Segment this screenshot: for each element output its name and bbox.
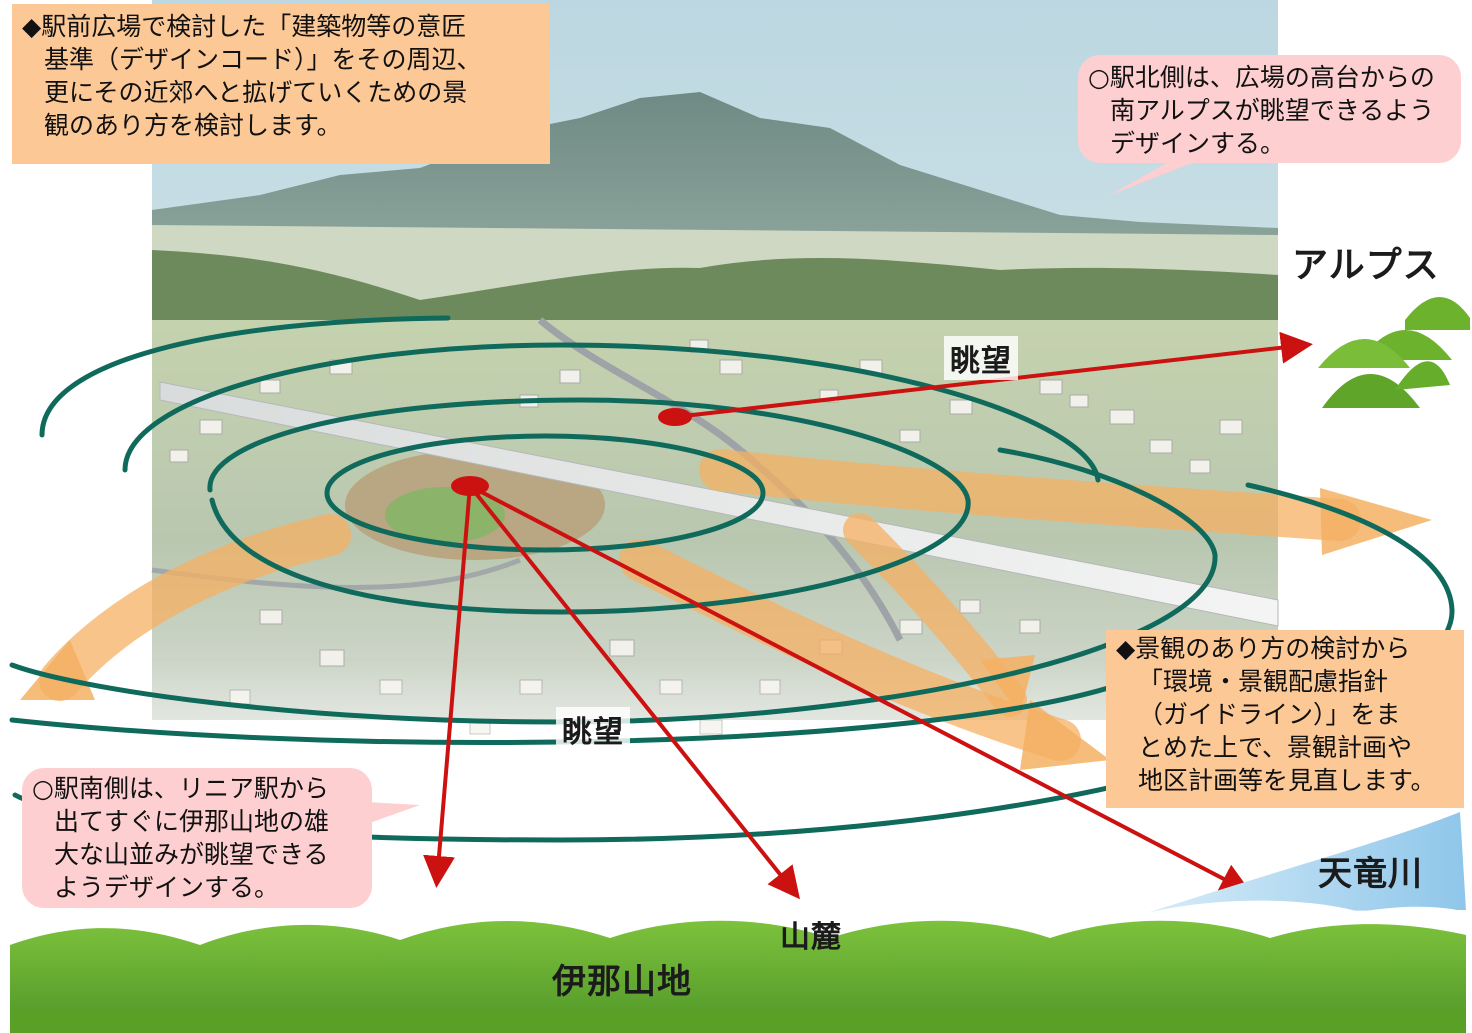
view-point-south <box>451 476 489 496</box>
view-lines <box>423 331 1313 900</box>
note-line: ○駅南側は、リニア駅から <box>32 774 329 803</box>
label-view-north: 眺望 <box>944 336 1018 380</box>
note-line: ◆駅前広場で検討した「建築物等の意匠 <box>22 12 467 41</box>
label-alps: アルプス <box>1292 245 1440 286</box>
ring-3b <box>9 447 1218 725</box>
flow-southeast <box>619 539 1081 761</box>
ring-1 <box>324 433 766 553</box>
note-guideline: ◆景観のあり方の検討から 「環境・景観配慮指針 （ガイドライン）」をま とめた上… <box>1106 630 1464 808</box>
note-line: 南アルプスが眺望できるよう <box>1110 96 1435 125</box>
note-line: 観のあり方を検討します。 <box>44 111 342 140</box>
label-sanroku: 山麓 <box>780 920 842 955</box>
note-line: 大な山並みが眺望できる <box>54 840 329 869</box>
note-line: とめた上で、景観計画や <box>1138 733 1413 762</box>
label-tenryu: 天竜川 <box>1318 854 1423 894</box>
label-view-south: 眺望 <box>556 707 630 751</box>
view-point-north <box>658 408 692 426</box>
ring-2 <box>207 397 971 615</box>
ring-3a <box>122 342 1101 483</box>
view-line-sanroku <box>468 484 800 900</box>
note-north-side: ○駅北側は、広場の高台からの 南アルプスが眺望できるよう デザインする。 <box>1078 55 1461 163</box>
forest-belt <box>152 250 1278 330</box>
view-line-ina <box>423 485 472 888</box>
view-line-tenryu <box>469 484 1253 894</box>
note-line: 「環境・景観配慮指針 <box>1138 667 1389 696</box>
main-road <box>537 317 904 642</box>
note-line: 地区計画等を見直します。 <box>1138 766 1436 795</box>
flow-east <box>699 449 1361 541</box>
note-south-side: ○駅南側は、リニア駅から 出てすぐに伊那山地の雄 大な山並みが眺望できる ようデ… <box>22 768 372 908</box>
flow-west <box>39 514 351 701</box>
ina-mountains <box>10 900 1466 1033</box>
view-points <box>451 408 692 496</box>
note-line: 出てすぐに伊那山地の雄 <box>54 807 330 836</box>
ring-4a <box>39 315 451 438</box>
note-line: ようデザインする。 <box>54 873 280 902</box>
note-line: （ガイドライン）」をま <box>1138 700 1401 729</box>
label-ina-mountains: 伊那山地 <box>552 962 692 1002</box>
note-line: 更にその近郊へと拡げていくための景 <box>44 78 468 107</box>
note-design-code: ◆駅前広場で検討した「建築物等の意匠 基準（デザインコード）」をその周辺、 更に… <box>12 4 550 164</box>
note-line: 基準（デザインコード）」をその周辺、 <box>44 45 482 74</box>
plaza-park <box>385 487 505 543</box>
tenryu-river <box>1150 812 1466 912</box>
note-line: ○駅北側は、広場の高台からの <box>1088 63 1435 92</box>
note-line: デザインする。 <box>1110 129 1286 158</box>
note-line: ◆景観のあり方の検討から <box>1116 634 1411 663</box>
alps-icon <box>1318 296 1470 408</box>
view-line-alps <box>674 331 1313 419</box>
